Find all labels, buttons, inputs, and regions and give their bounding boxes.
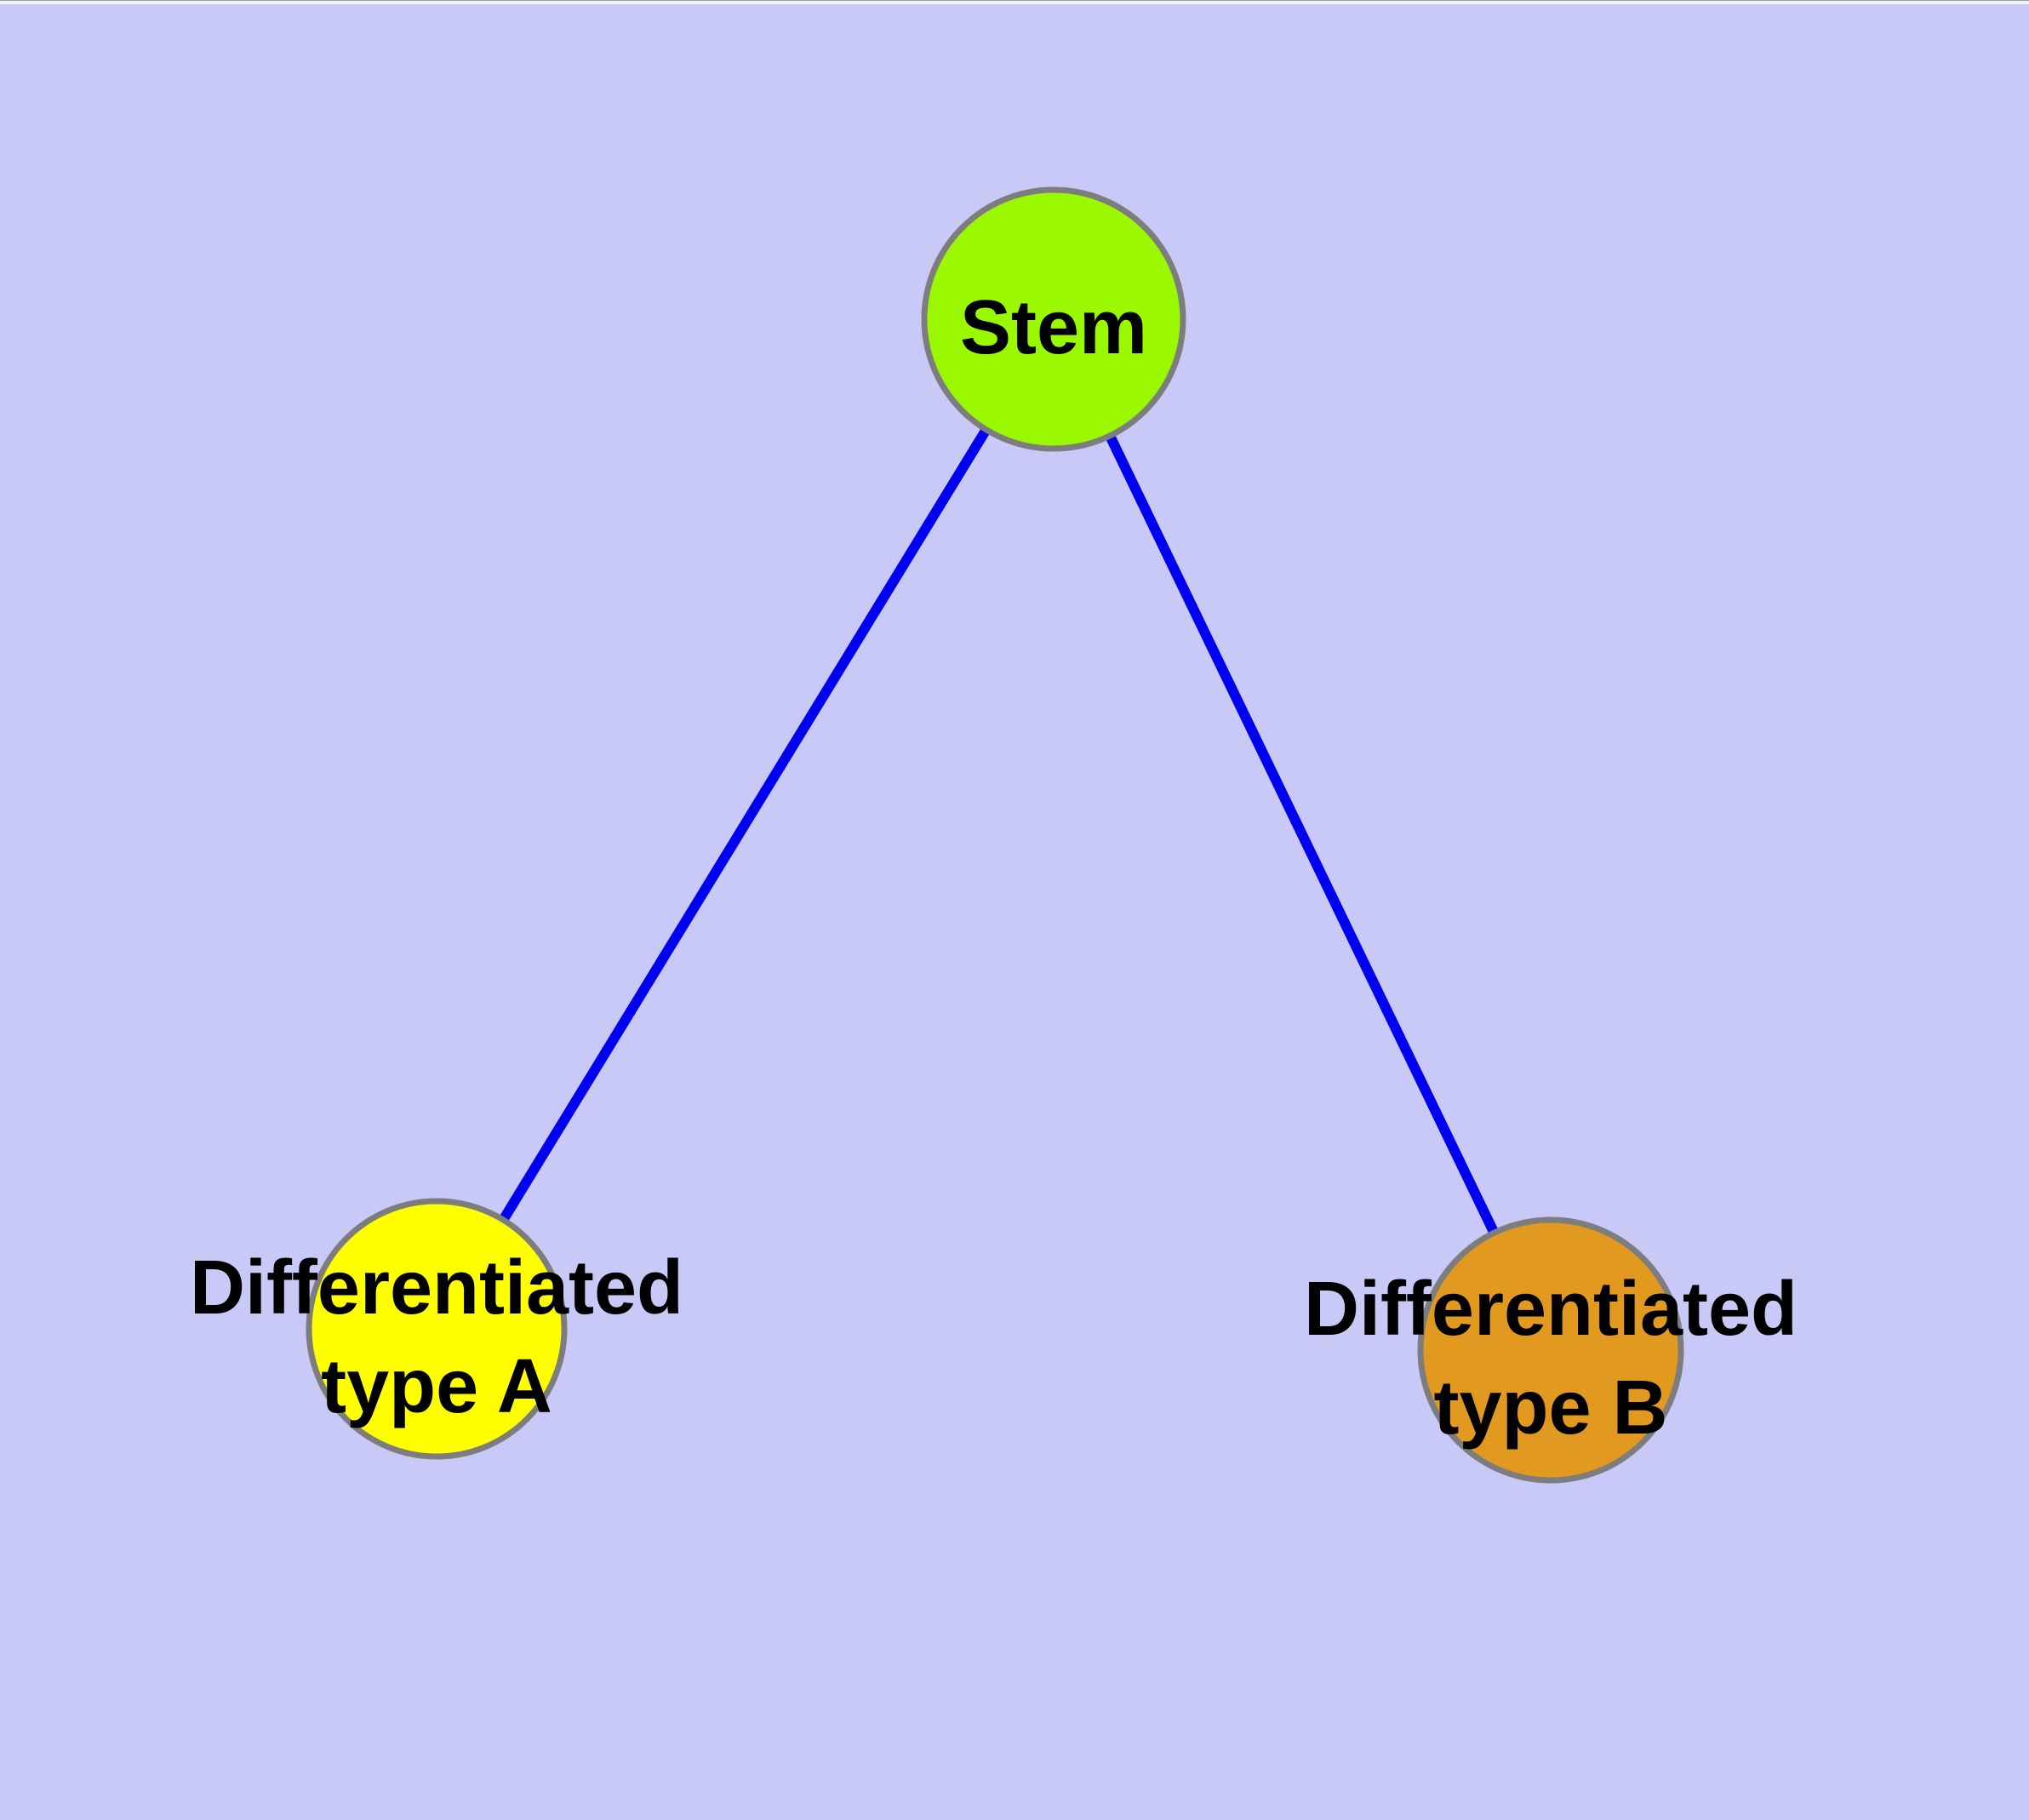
node-type-a-label: Differentiated type A xyxy=(190,1245,683,1429)
node-type-a: Differentiated type A xyxy=(190,1198,683,1460)
node-label-line: type A xyxy=(321,1344,552,1429)
node-type-a-circle[interactable] xyxy=(306,1198,568,1460)
node-label-line: Differentiated xyxy=(1304,1267,1798,1352)
edge-stem-type-b xyxy=(1049,317,1556,1353)
edge-stem-type-a xyxy=(432,316,1059,1332)
node-stem-circle[interactable] xyxy=(921,186,1186,452)
node-label-line: type B xyxy=(1433,1365,1667,1451)
node-stem: Stem xyxy=(921,186,1186,452)
node-type-b-circle[interactable] xyxy=(1417,1216,1684,1484)
node-stem-label: Stem xyxy=(960,285,1147,370)
node-type-b: Differentiated type B xyxy=(1304,1216,1798,1484)
node-label-line: Differentiated xyxy=(190,1245,683,1331)
node-type-b-label: Differentiated type B xyxy=(1304,1267,1798,1451)
node-label-line: Stem xyxy=(960,285,1147,370)
